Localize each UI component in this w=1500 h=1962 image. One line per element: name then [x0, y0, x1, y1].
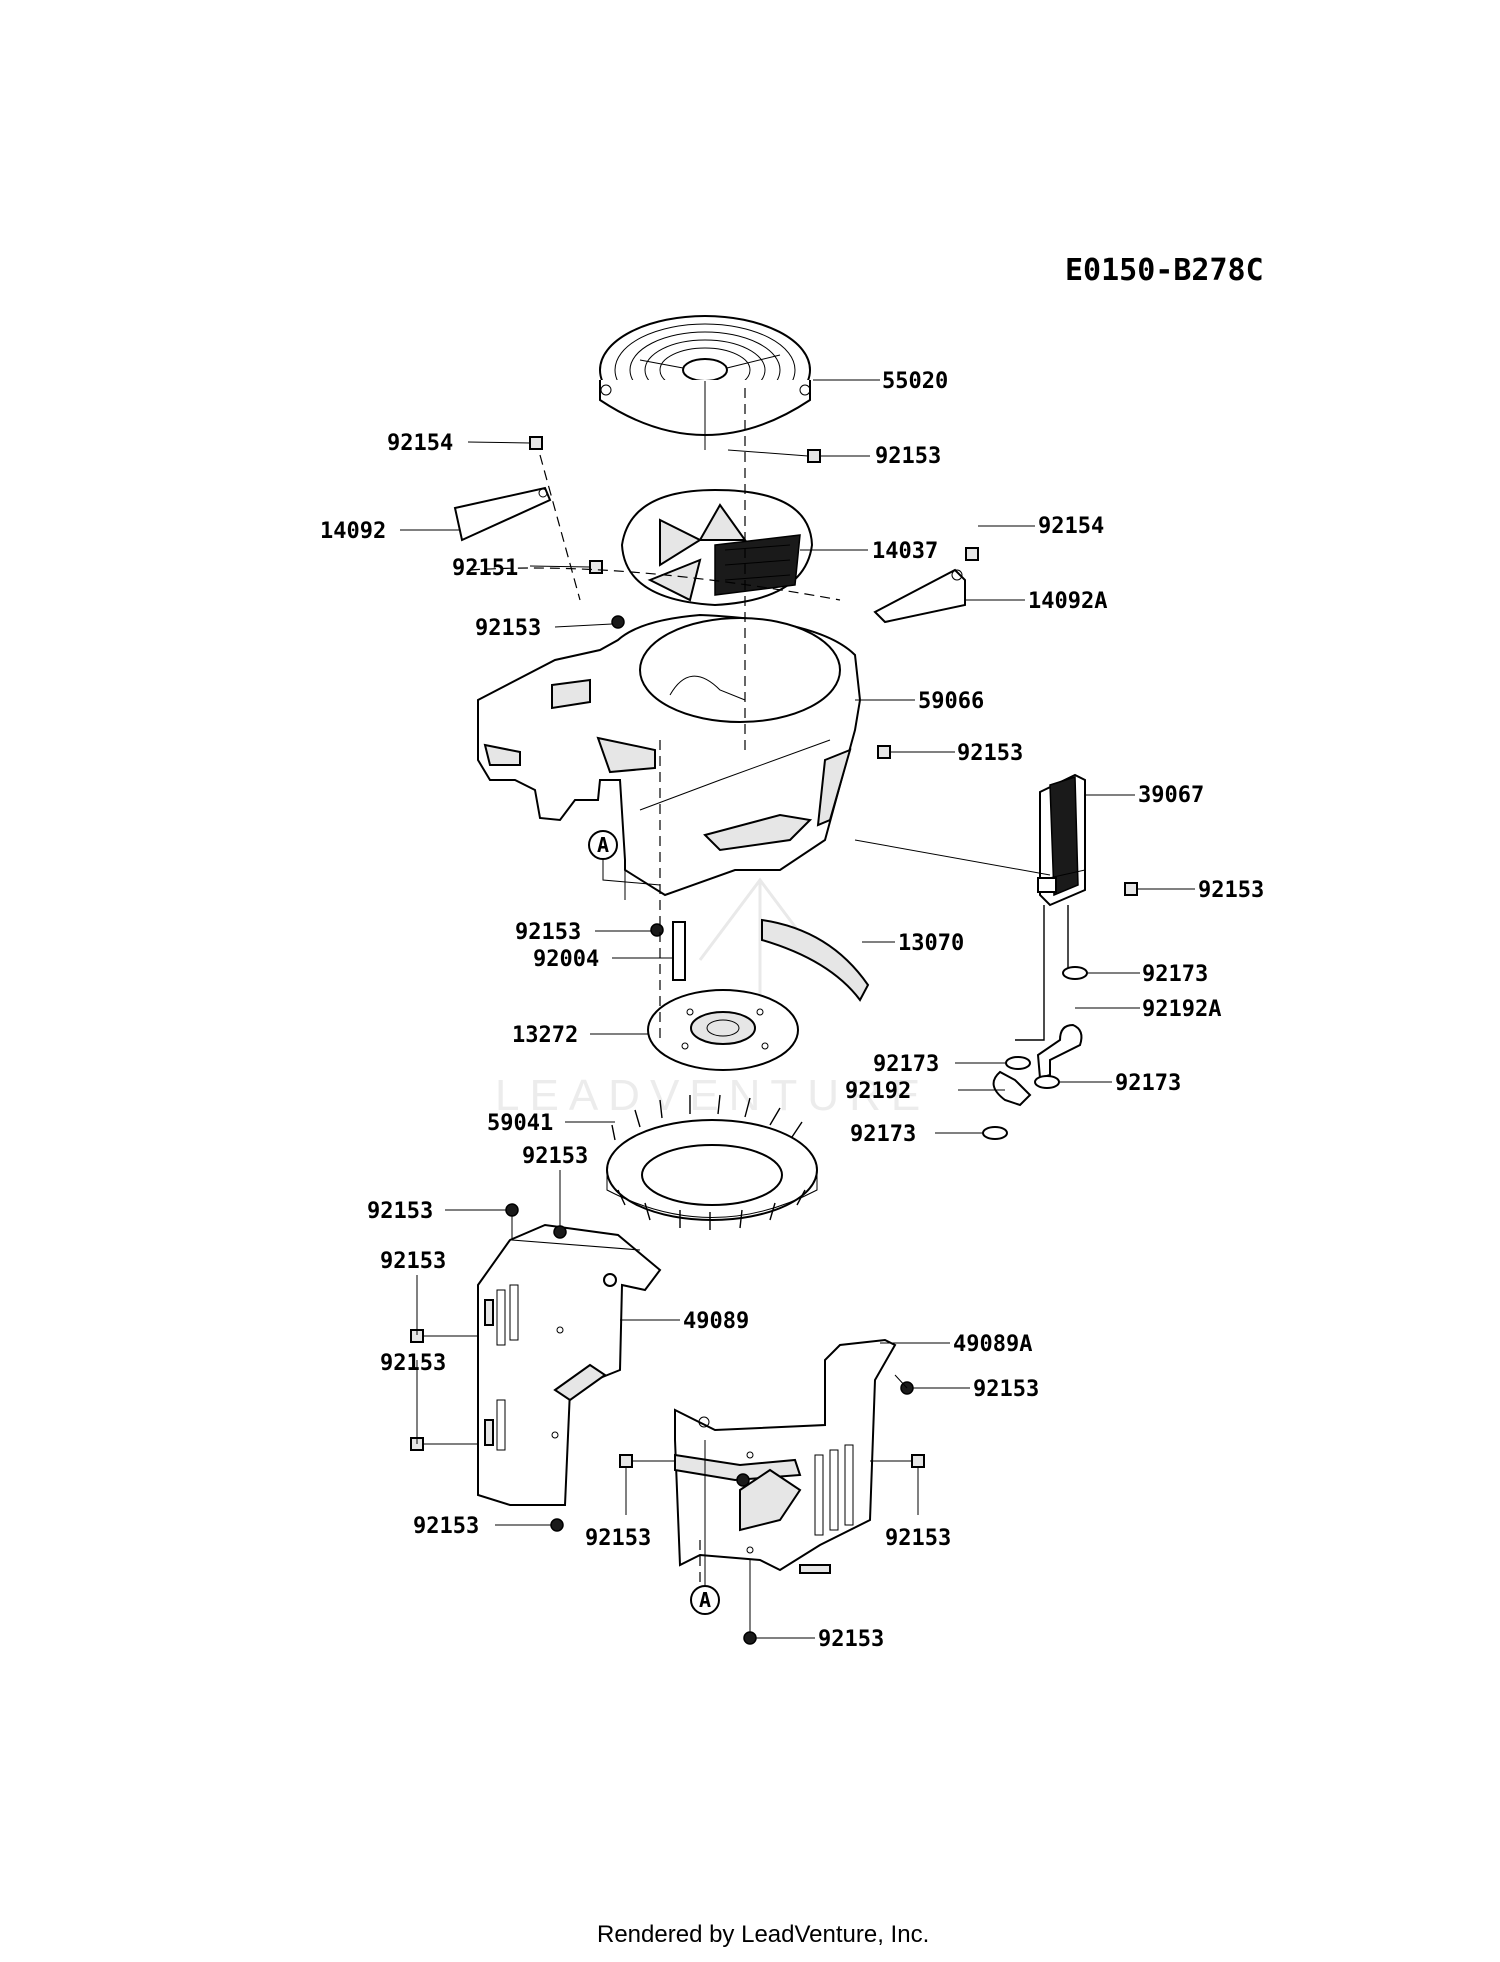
baffle-left	[453, 486, 552, 542]
callout-14037: 14037	[872, 539, 938, 564]
callout-13070: 13070	[898, 931, 964, 956]
callout-92153-fan: 92153	[522, 1144, 588, 1169]
callout-55020: 55020	[882, 369, 948, 394]
callout-92153-pin: 92153	[515, 920, 581, 945]
cooling-fan	[606, 1094, 818, 1230]
footer-credit: Rendered by LeadVenture, Inc.	[597, 1921, 929, 1948]
fan-screen	[599, 315, 811, 450]
callout-92192A: 92192A	[1142, 997, 1221, 1022]
ref-marker-top-label: A	[597, 833, 609, 857]
callout-92153-shroud-right-left: 92153	[585, 1526, 651, 1551]
callout-92192: 92192	[845, 1079, 911, 1104]
fan-plate	[647, 989, 799, 1071]
callout-59066: 59066	[918, 689, 984, 714]
callouts: 55020 92154 92153 14092 14037 92154 9215…	[320, 369, 1264, 1652]
blower-housing	[477, 613, 862, 900]
callout-92173-lower: 92173	[850, 1122, 916, 1147]
baffle-right	[873, 568, 966, 624]
callout-14092: 14092	[320, 519, 386, 544]
callout-92153-screen: 92153	[875, 444, 941, 469]
shroud-left	[477, 1223, 662, 1506]
callout-92153-shroud-left-1: 92153	[380, 1249, 446, 1274]
callout-92004: 92004	[533, 947, 599, 972]
ref-marker-bottom-label: A	[699, 1588, 711, 1612]
callout-92173-mid-right: 92173	[1115, 1071, 1181, 1096]
callout-49089A: 49089A	[953, 1332, 1032, 1357]
watermark: LEADVENTURE	[495, 877, 930, 1120]
oil-cooler	[1037, 773, 1086, 907]
callout-92153-shroud-left-2: 92153	[380, 1351, 446, 1376]
leader-lines	[400, 379, 1195, 1639]
callout-14092A: 14092A	[1028, 589, 1107, 614]
callout-92154-right: 92154	[1038, 514, 1104, 539]
callout-92173-mid-left: 92173	[873, 1052, 939, 1077]
callout-92153-shroud-top: 92153	[367, 1199, 433, 1224]
callout-92153-shroud-right-bottom: 92153	[818, 1627, 884, 1652]
oil-hoses	[982, 905, 1088, 1140]
fan-housing-plate	[620, 488, 814, 607]
assembly-lines	[469, 388, 841, 1600]
air-guide	[761, 918, 870, 1002]
callout-92153-shroud-right-right: 92153	[885, 1526, 951, 1551]
callout-92153-shroud-right-top: 92153	[973, 1377, 1039, 1402]
callout-92151: 92151	[452, 556, 518, 581]
callout-92153-housing: 92153	[475, 616, 541, 641]
callout-92153-shroud-left-bottom: 92153	[413, 1514, 479, 1539]
callout-92153-cooler: 92153	[1198, 878, 1264, 903]
shroud-right	[674, 1338, 897, 1574]
watermark-text: LEADVENTURE	[495, 1071, 930, 1120]
callout-39067: 39067	[1138, 783, 1204, 808]
callout-49089: 49089	[683, 1309, 749, 1334]
ref-marker-top: A	[588, 830, 618, 860]
callout-59041: 59041	[487, 1111, 553, 1136]
pin	[672, 921, 686, 981]
ref-marker-bottom: A	[690, 1585, 720, 1615]
diagram-code: E0150-B278C	[1065, 253, 1264, 288]
callout-92173-upper: 92173	[1142, 962, 1208, 987]
callout-92154-top: 92154	[387, 431, 453, 456]
callout-13272: 13272	[512, 1023, 578, 1048]
callout-92153-side: 92153	[957, 741, 1023, 766]
